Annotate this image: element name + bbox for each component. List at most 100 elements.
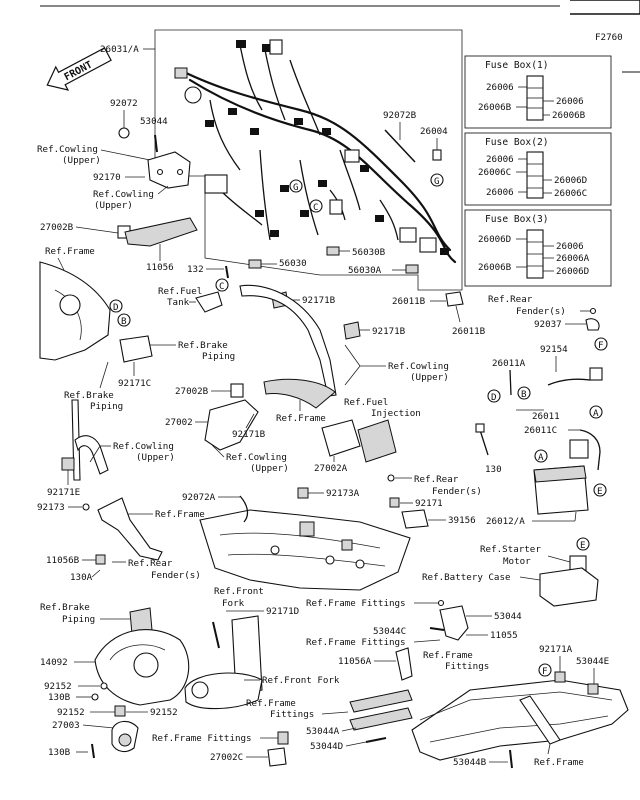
callout-E-2-text: E	[580, 540, 586, 551]
fuse-box-2: Fuse Box(2) 26006 26006C 26006 26006D 26…	[464, 132, 612, 206]
callout-B-2	[517, 386, 531, 400]
pin-53044B	[509, 749, 513, 769]
label-14092: 14092	[40, 657, 68, 668]
bracket-fuel-tank	[195, 291, 223, 313]
harness-outline	[154, 29, 463, 291]
relay-26004	[432, 149, 442, 161]
ecu-cover	[357, 419, 397, 463]
callout-D-2	[309, 199, 323, 213]
bracket-27002	[204, 399, 259, 451]
label-26011B-a: 26011B	[392, 296, 426, 307]
bolt-130B	[91, 743, 95, 759]
fuse-box-2-title: Fuse Box(2)	[485, 137, 549, 148]
label-ref-frame-fittings-3b: Fittings	[445, 661, 489, 672]
label-ref-frame-1: Ref.Frame	[45, 246, 95, 257]
clip-92072B	[384, 129, 416, 163]
label-26012A: 26012/A	[486, 516, 525, 527]
bracket-92170	[147, 151, 191, 189]
band-56030A	[405, 264, 419, 274]
harness-bracket-11056	[124, 217, 198, 247]
label-ref-battery-case: Ref.Battery Case	[422, 572, 511, 583]
callout-C-2-text: D	[491, 392, 497, 403]
fuse-box-2-left-3: 26006	[486, 187, 514, 198]
label-ref-brake-piping-2a: Ref.Brake	[64, 390, 114, 401]
label-ref-cowling-1b: (Upper)	[62, 155, 101, 166]
callout-E-1	[593, 483, 607, 497]
label-92152-a: 92152	[44, 681, 72, 692]
label-26031A: 26031/A	[100, 44, 139, 55]
label-ref-front-fork-2: Ref.Front Fork	[262, 675, 340, 686]
label-ref-front-fork-1b: Fork	[222, 598, 245, 609]
fuse-box-1: Fuse Box(1) 26006 26006B 26006 26006B	[464, 55, 612, 129]
label-92171C: 92171C	[118, 378, 151, 389]
clip-92072A	[239, 495, 249, 523]
label-92173: 92173	[37, 502, 65, 513]
fuse-box-3-right-2: 26006A	[556, 253, 590, 264]
stay-left-arm	[74, 435, 109, 475]
label-92072B: 92072B	[383, 110, 417, 121]
label-ref-fuel-injection-b: Injection	[371, 408, 421, 419]
label-27002C: 27002C	[210, 752, 243, 763]
label-53044B: 53044B	[453, 757, 487, 768]
stay-lower-left	[97, 497, 163, 561]
label-ref-brake-piping-1a: Ref.Brake	[178, 340, 228, 351]
cable-26011A	[509, 369, 512, 396]
tie-92171D	[212, 621, 220, 649]
fuse-box-1-right-1: 26006	[556, 96, 584, 107]
label-ref-rear-fender-1b: Fender(s)	[516, 306, 566, 317]
label-130B-b: 130B	[48, 747, 71, 758]
label-ref-cowling-4a: Ref.Cowling	[226, 452, 287, 463]
relay-27002B-mid	[230, 383, 244, 398]
label-56030B: 56030B	[352, 247, 386, 258]
callout-F-2-text: F	[542, 666, 548, 677]
pin-53044C	[429, 627, 445, 631]
label-ref-cowling-2b: (Upper)	[94, 200, 133, 211]
pin-53044	[154, 134, 158, 153]
callout-A-2-text: A	[538, 452, 544, 463]
label-ref-cowling-3b: (Upper)	[410, 372, 449, 383]
fuse-box-2-left-2: 26006C	[478, 167, 511, 178]
label-ref-frame-4: Ref.Frame	[534, 757, 584, 768]
label-ref-frame-fittings-5: Ref.Frame Fittings	[152, 733, 252, 744]
label-39156: 39156	[448, 515, 476, 526]
label-ref-front-fork-1a: Ref.Front	[214, 586, 264, 597]
callout-B-1	[117, 313, 131, 327]
label-56030: 56030	[279, 258, 307, 269]
label-130B-a: 130B	[48, 692, 71, 703]
relay-39156	[401, 509, 429, 529]
label-11055: 11055	[490, 630, 518, 641]
fuse-box-1-left-1: 26006	[486, 82, 514, 93]
label-53044-b: 53044	[494, 611, 522, 622]
stay-upper	[239, 284, 337, 397]
label-26011C: 26011C	[524, 425, 557, 436]
label-ref-frame-fittings-2: Ref.Frame Fittings	[306, 637, 406, 648]
label-ref-frame-3: Ref.Frame	[155, 509, 205, 520]
label-26011: 26011	[532, 411, 560, 422]
rod-53044D	[365, 737, 387, 743]
clamp-92037	[585, 318, 600, 331]
label-ref-cowling-4b: (Upper)	[250, 463, 289, 474]
label-ref-frame-fittings-1: Ref.Frame Fittings	[306, 598, 406, 609]
label-ref-brake-piping-3b: Piping	[62, 614, 95, 625]
bolt-132	[225, 265, 229, 279]
label-26011B-b: 26011B	[452, 326, 486, 337]
callout-D-1-text: C	[219, 281, 225, 292]
callout-G-2-text: G	[293, 182, 299, 193]
label-92171: 92171	[415, 498, 443, 509]
label-27002: 27002	[165, 417, 193, 428]
label-11056B: 11056B	[46, 555, 80, 566]
label-130-a: 130	[485, 464, 502, 475]
callout-G-1-text: G	[434, 176, 440, 187]
label-92072A: 92072A	[182, 492, 216, 503]
label-ref-starter-a: Ref.Starter	[480, 544, 541, 555]
label-ref-cowling-5b: (Upper)	[136, 452, 175, 463]
harness-bracket-11056A	[395, 647, 413, 681]
clamp-92171B-b	[343, 321, 361, 340]
callout-F-1	[594, 337, 608, 351]
callout-F-1-text: F	[598, 340, 604, 351]
label-92171D: 92171D	[266, 606, 299, 617]
fuse-box-2-left-1: 26006	[486, 154, 514, 165]
label-92072: 92072	[110, 98, 138, 109]
fuse-box-1-left-2: 26006B	[478, 102, 512, 113]
label-ref-starter-b: Motor	[503, 556, 531, 567]
